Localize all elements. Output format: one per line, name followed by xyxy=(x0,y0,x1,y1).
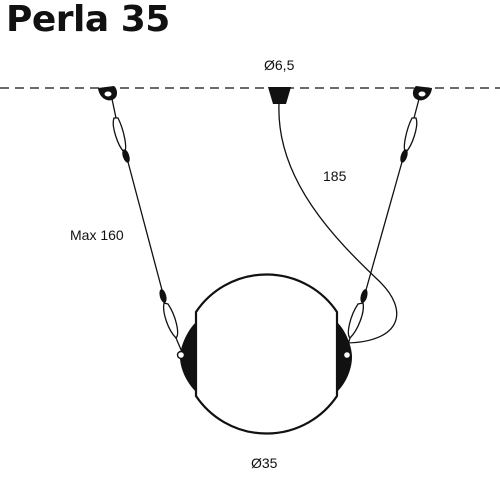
cable-length-label: 185 xyxy=(323,168,347,184)
canopy-diameter-label: Ø6,5 xyxy=(264,57,295,73)
right-ceiling-anchor xyxy=(412,86,432,101)
globe-shade xyxy=(176,273,352,435)
left-suspension-wire xyxy=(111,98,183,353)
globe-diameter-label: Ø35 xyxy=(251,455,278,471)
right-suspension-wire xyxy=(345,98,420,353)
left-ceiling-anchor xyxy=(98,86,118,101)
suspension-max-label: Max 160 xyxy=(70,227,124,243)
canopy xyxy=(268,87,291,104)
power-cable xyxy=(278,103,398,344)
product-title: Perla 35 xyxy=(6,0,170,40)
